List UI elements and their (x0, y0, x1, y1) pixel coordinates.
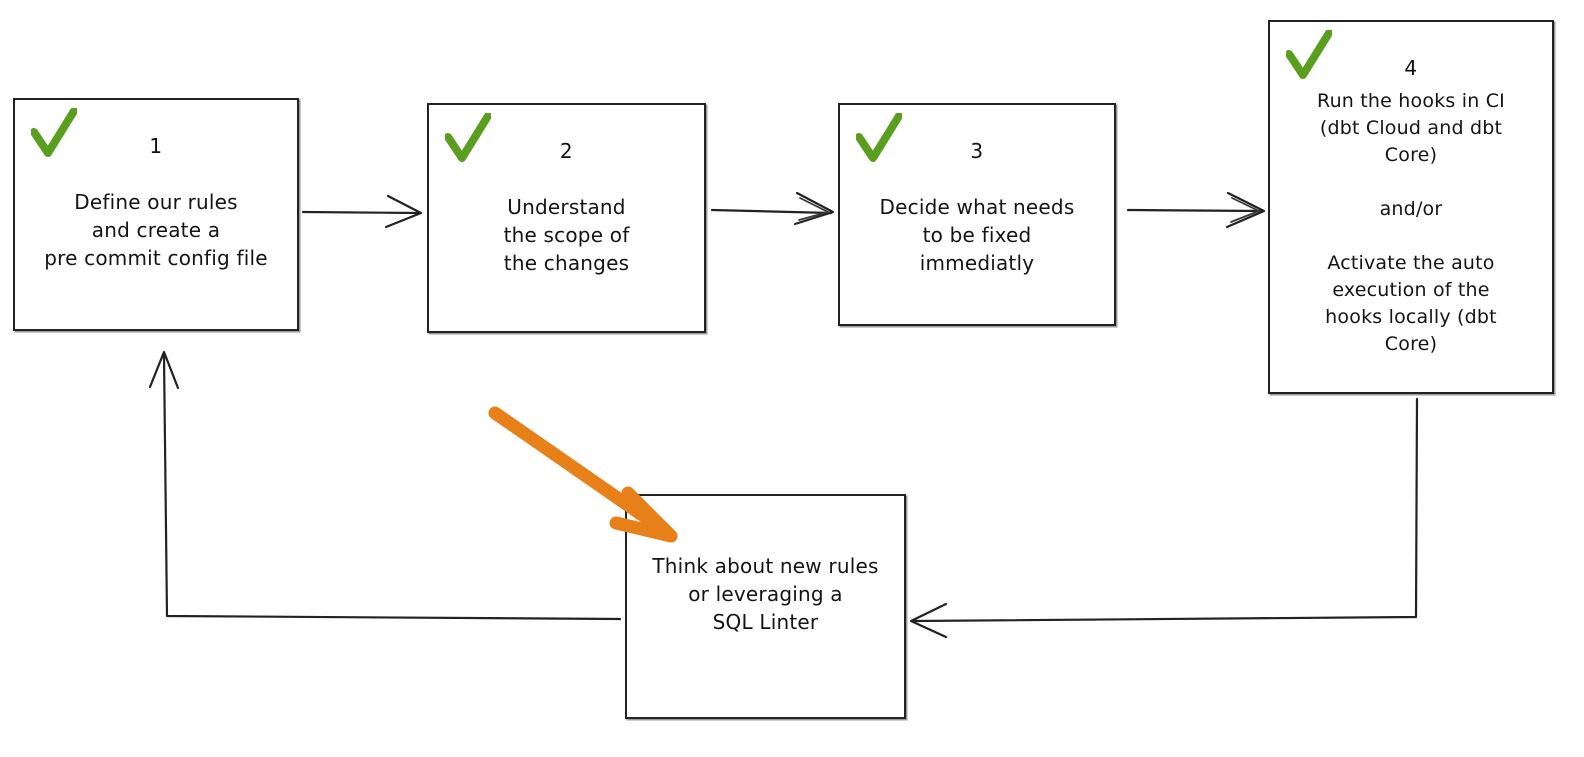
flow-node-2-inner: 2 Understand the scope of the changes (429, 105, 704, 331)
green-check-icon (1286, 30, 1332, 79)
flow-node-1-text: Define our rules and create a pre commit… (44, 190, 268, 270)
flow-node-4-number: 4 (1404, 56, 1418, 80)
flow-node-loop-text: Think about new rules or leveraging a SQ… (652, 554, 879, 634)
arrow-4-to-loop (909, 397, 1419, 639)
arrow-3-to-4 (1126, 191, 1266, 229)
arrow-loop-to-1 (148, 350, 622, 621)
flow-node-3-text: Decide what needs to be fixed immediatly (879, 195, 1075, 275)
flow-node-1[interactable]: 1 Define our rules and create a pre comm… (13, 98, 299, 331)
green-check-icon (445, 113, 491, 162)
flow-node-3[interactable]: 3 Decide what needs to be fixed immediat… (838, 103, 1116, 326)
flow-node-4[interactable]: 4 Run the hooks in CI (dbt Cloud and dbt… (1268, 20, 1554, 394)
flow-node-3-inner: 3 Decide what needs to be fixed immediat… (840, 105, 1114, 324)
flow-node-4-inner: 4 Run the hooks in CI (dbt Cloud and dbt… (1270, 22, 1552, 392)
flow-node-1-number: 1 (149, 134, 163, 158)
flow-node-2[interactable]: 2 Understand the scope of the changes (427, 103, 706, 333)
green-check-icon (856, 113, 902, 162)
green-check-icon (31, 108, 77, 157)
flow-node-loop-inner: Think about new rules or leveraging a SQ… (627, 496, 904, 717)
arrow-2-to-3 (710, 191, 835, 226)
flow-node-loop[interactable]: Think about new rules or leveraging a SQ… (625, 494, 906, 719)
flow-node-2-number: 2 (559, 139, 574, 163)
flow-node-2-text: Understand the scope of the changes (503, 195, 630, 275)
flow-node-4-text: Run the hooks in CI (dbt Cloud and dbt C… (1317, 90, 1505, 355)
flow-node-1-inner: 1 Define our rules and create a pre comm… (15, 100, 297, 329)
arrow-1-to-2 (301, 194, 423, 229)
flow-node-3-number: 3 (970, 139, 984, 163)
